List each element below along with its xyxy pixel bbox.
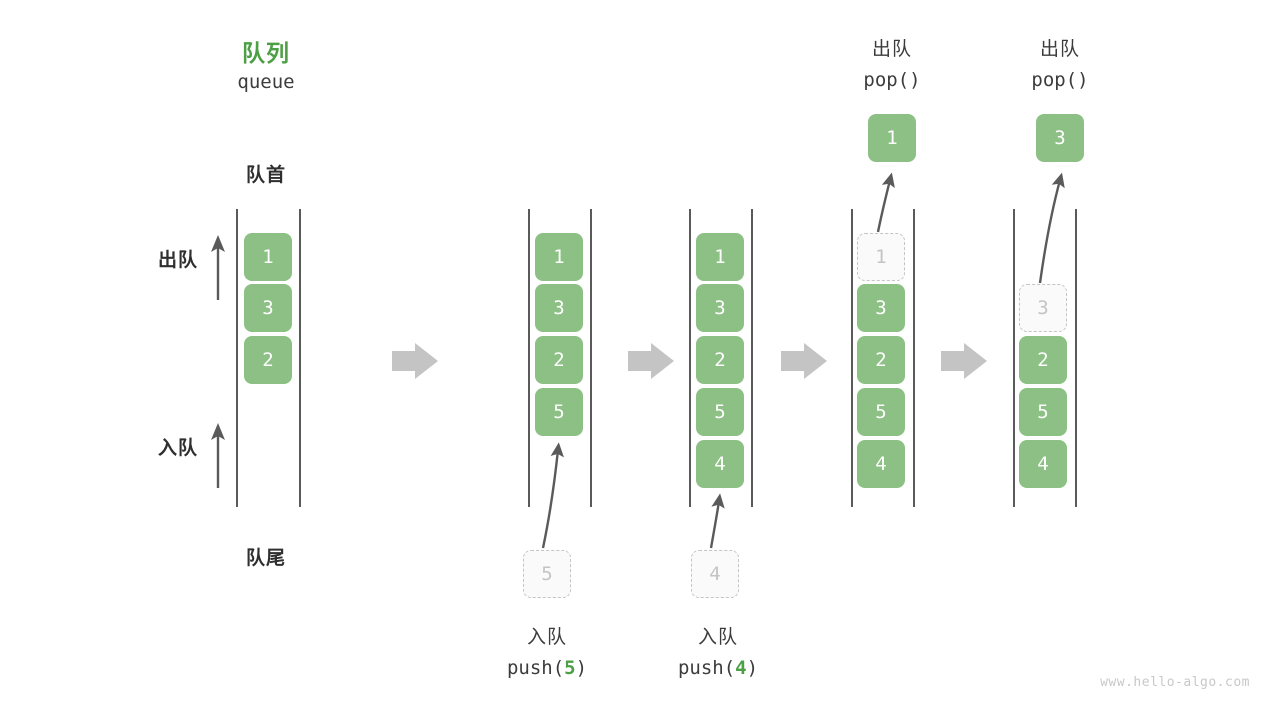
queue-cell: 2: [1019, 336, 1067, 384]
queue-cell: 2: [244, 336, 292, 384]
queue-cell: 4: [857, 440, 905, 488]
op-code-suffix: ): [1077, 69, 1089, 91]
queue-cell: 5: [696, 388, 744, 436]
dequeued-ghost-cell: 1: [857, 233, 905, 281]
queue-title-en: queue: [237, 71, 295, 93]
push-4-op-label: 入队: [697, 626, 738, 648]
watermark: www.hello-algo.com: [1100, 675, 1250, 690]
incoming-ghost-cell: 5: [523, 550, 571, 598]
incoming-ghost-cell: 4: [691, 550, 739, 598]
rear-label: 队尾: [245, 547, 286, 569]
queue-cell: 4: [1019, 440, 1067, 488]
queue-rail-right-1: [299, 209, 301, 507]
queue-cell: 5: [857, 388, 905, 436]
step-arrow: [781, 343, 827, 379]
queue-cell: 3: [535, 284, 583, 332]
queue-rail-right-5: [1075, 209, 1077, 507]
op-code-arg: 5: [564, 657, 576, 679]
push-5-op-code: push(5): [487, 657, 607, 679]
op-code-arg: 4: [735, 657, 747, 679]
queue-cell: 2: [535, 336, 583, 384]
queue-rail-right-4: [913, 209, 915, 507]
front-label: 队首: [245, 164, 286, 186]
queue-cell: 3: [244, 284, 292, 332]
enqueue-direction-arrow: [211, 423, 225, 488]
dequeue-direction-arrow: [211, 235, 225, 300]
pop-1-motion-arrow: [876, 172, 895, 233]
queue-rail-right-2: [590, 209, 592, 507]
queue-cell: 5: [535, 388, 583, 436]
popped-cell: 1: [868, 114, 916, 162]
queue-rail-left-1: [236, 209, 238, 507]
step-arrow: [392, 343, 438, 379]
queue-rail-right-3: [751, 209, 753, 507]
push-4-motion-arrow: [709, 493, 725, 549]
pop-3-op-code: pop(): [1000, 69, 1120, 91]
popped-cell: 3: [1036, 114, 1084, 162]
op-code-suffix: ): [746, 657, 759, 679]
push-4-op-code: push(4): [658, 657, 778, 679]
queue-cell: 1: [696, 233, 744, 281]
queue-cell: 3: [696, 284, 744, 332]
queue-cell: 3: [857, 284, 905, 332]
enqueue-direction-label: 入队: [157, 437, 198, 459]
op-code-suffix: ): [575, 657, 588, 679]
op-code-prefix: pop(: [863, 69, 910, 91]
step-arrow: [628, 343, 674, 379]
queue-cell: 1: [244, 233, 292, 281]
pop-3-op-label: 出队: [1039, 38, 1080, 60]
queue-cell: 4: [696, 440, 744, 488]
queue-title-cn: 队列: [242, 41, 290, 67]
queue-rail-left-5: [1013, 209, 1015, 507]
op-code-prefix: push(: [506, 657, 565, 679]
op-code-prefix: pop(: [1031, 69, 1078, 91]
op-code-suffix: ): [909, 69, 921, 91]
queue-rail-left-4: [851, 209, 853, 507]
dequeue-direction-label: 出队: [157, 249, 198, 271]
pop-1-op-code: pop(): [832, 69, 952, 91]
queue-cell: 2: [857, 336, 905, 384]
pop-1-op-label: 出队: [871, 38, 912, 60]
push-5-motion-arrow: [541, 442, 564, 549]
step-arrow: [941, 343, 987, 379]
queue-rail-left-2: [528, 209, 530, 507]
push-5-op-label: 入队: [526, 626, 567, 648]
queue-cell: 2: [696, 336, 744, 384]
dequeued-ghost-cell: 3: [1019, 284, 1067, 332]
queue-rail-left-3: [689, 209, 691, 507]
queue-cell: 1: [535, 233, 583, 281]
op-code-prefix: push(: [677, 657, 736, 679]
pop-3-motion-arrow: [1038, 172, 1065, 284]
queue-cell: 5: [1019, 388, 1067, 436]
